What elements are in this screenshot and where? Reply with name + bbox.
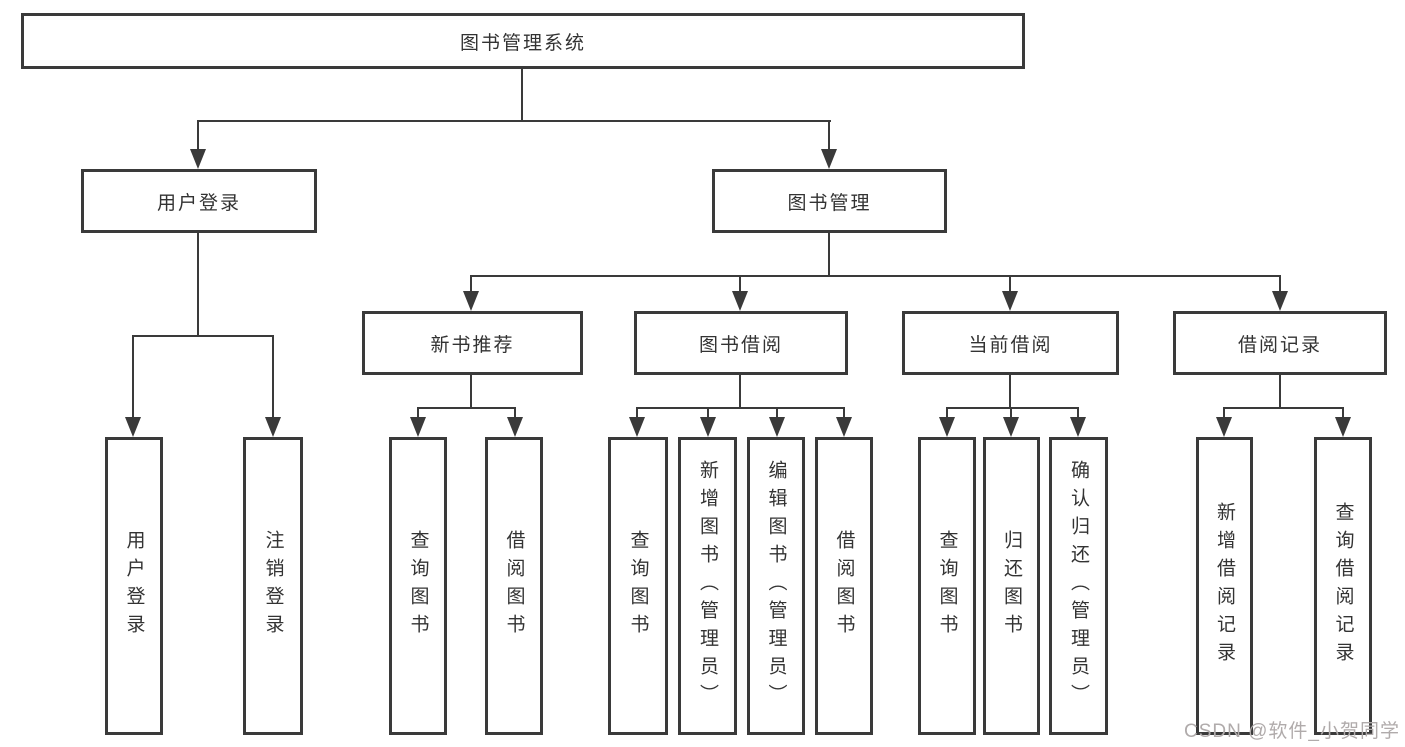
connector-drop bbox=[1009, 275, 1011, 293]
arrow-down-icon bbox=[1002, 291, 1018, 311]
arrow-down-icon bbox=[939, 417, 955, 437]
arrow-down-icon bbox=[1003, 417, 1019, 437]
arrow-down-icon bbox=[463, 291, 479, 311]
leaf-add-borrow-record-label: 新增借阅记录 bbox=[1214, 502, 1235, 670]
connector-record-split bbox=[1223, 407, 1344, 409]
arrow-down-icon bbox=[629, 417, 645, 437]
leaf-edit-book-admin: 编辑图书（管理员） bbox=[747, 437, 805, 735]
connector-drop bbox=[707, 407, 709, 419]
connector-drop bbox=[417, 407, 419, 419]
leaf-recommend-query-book-label: 查询图书 bbox=[407, 530, 429, 642]
leaf-return-book: 归还图书 bbox=[983, 437, 1040, 735]
connector-drop-book-management bbox=[828, 120, 830, 151]
connector-borrow-split bbox=[636, 407, 845, 409]
node-book-management: 图书管理 bbox=[712, 169, 947, 233]
leaf-logout: 注销登录 bbox=[243, 437, 303, 735]
connector-borrow-stem bbox=[739, 375, 741, 408]
connector-current-stem bbox=[1009, 375, 1011, 408]
arrow-down-icon bbox=[732, 291, 748, 311]
leaf-borrow-query-book: 查询图书 bbox=[608, 437, 668, 735]
connector-drop bbox=[739, 275, 741, 293]
node-borrow-record-label: 借阅记录 bbox=[1237, 334, 1322, 356]
connector-drop bbox=[1279, 275, 1281, 293]
leaf-query-borrow-record: 查询借阅记录 bbox=[1314, 437, 1372, 735]
node-new-book-recommend-label: 新书推荐 bbox=[430, 334, 515, 356]
leaf-borrow-book-label: 借阅图书 bbox=[833, 530, 855, 642]
node-borrow-record: 借阅记录 bbox=[1173, 311, 1387, 375]
connector-recommend-stem bbox=[470, 375, 472, 408]
node-current-borrow-label: 当前借阅 bbox=[968, 334, 1053, 356]
leaf-add-book-admin: 新增图书（管理员） bbox=[678, 437, 737, 735]
leaf-user-login: 用户登录 bbox=[105, 437, 163, 735]
connector-recommend-split bbox=[417, 407, 516, 409]
connector-drop bbox=[1223, 407, 1225, 419]
leaf-recommend-borrow-book-label: 借阅图书 bbox=[503, 530, 525, 642]
arrow-down-icon bbox=[190, 149, 206, 169]
node-book-management-label: 图书管理 bbox=[787, 192, 872, 214]
connector-root-split bbox=[197, 120, 831, 122]
connector-record-stem bbox=[1279, 375, 1281, 408]
connector-drop bbox=[132, 335, 134, 419]
connector-drop bbox=[1342, 407, 1344, 419]
leaf-confirm-return-admin: 确认归还（管理员） bbox=[1049, 437, 1108, 735]
connector-drop bbox=[1077, 407, 1079, 419]
connector-book-management-split bbox=[470, 275, 1281, 277]
node-user-login-label: 用户登录 bbox=[156, 192, 241, 214]
node-root: 图书管理系统 bbox=[21, 13, 1025, 69]
leaf-add-book-admin-label: 新增图书（管理员） bbox=[697, 460, 718, 712]
connector-root-stem bbox=[521, 69, 523, 121]
arrow-down-icon bbox=[507, 417, 523, 437]
leaf-user-login-label: 用户登录 bbox=[123, 530, 145, 642]
arrow-down-icon bbox=[821, 149, 837, 169]
arrow-down-icon bbox=[410, 417, 426, 437]
leaf-logout-label: 注销登录 bbox=[262, 530, 284, 642]
leaf-return-book-label: 归还图书 bbox=[1001, 530, 1022, 642]
connector-drop-user-login bbox=[197, 120, 199, 151]
watermark: CSDN @软件_小贺同学 bbox=[1184, 721, 1400, 742]
leaf-current-query-book: 查询图书 bbox=[918, 437, 976, 735]
connector-drop bbox=[272, 335, 274, 419]
leaf-borrow-query-book-label: 查询图书 bbox=[627, 530, 649, 642]
leaf-query-borrow-record-label: 查询借阅记录 bbox=[1332, 502, 1354, 670]
node-book-borrow-label: 图书借阅 bbox=[698, 334, 783, 356]
node-root-label: 图书管理系统 bbox=[459, 32, 586, 54]
node-book-borrow: 图书借阅 bbox=[634, 311, 848, 375]
leaf-recommend-borrow-book: 借阅图书 bbox=[485, 437, 543, 735]
node-user-login: 用户登录 bbox=[81, 169, 317, 233]
arrow-down-icon bbox=[1335, 417, 1351, 437]
arrow-down-icon bbox=[700, 417, 716, 437]
connector-user-login-split bbox=[132, 335, 274, 337]
node-current-borrow: 当前借阅 bbox=[902, 311, 1119, 375]
connector-drop bbox=[514, 407, 516, 419]
arrow-down-icon bbox=[769, 417, 785, 437]
arrow-down-icon bbox=[1070, 417, 1086, 437]
connector-user-login-stem bbox=[197, 233, 199, 336]
connector-drop bbox=[1010, 407, 1012, 419]
connector-drop bbox=[776, 407, 778, 419]
connector-drop bbox=[843, 407, 845, 419]
connector-drop bbox=[470, 275, 472, 293]
arrow-down-icon bbox=[265, 417, 281, 437]
arrow-down-icon bbox=[1216, 417, 1232, 437]
leaf-add-borrow-record: 新增借阅记录 bbox=[1196, 437, 1253, 735]
leaf-confirm-return-admin-label: 确认归还（管理员） bbox=[1068, 460, 1089, 712]
connector-current-split bbox=[946, 407, 1079, 409]
node-new-book-recommend: 新书推荐 bbox=[362, 311, 583, 375]
leaf-edit-book-admin-label: 编辑图书（管理员） bbox=[765, 460, 787, 712]
connector-book-management-stem bbox=[828, 233, 830, 276]
connector-drop bbox=[636, 407, 638, 419]
leaf-borrow-book: 借阅图书 bbox=[815, 437, 873, 735]
leaf-recommend-query-book: 查询图书 bbox=[389, 437, 447, 735]
arrow-down-icon bbox=[125, 417, 141, 437]
leaf-current-query-book-label: 查询图书 bbox=[936, 530, 958, 642]
connector-drop bbox=[946, 407, 948, 419]
arrow-down-icon bbox=[836, 417, 852, 437]
arrow-down-icon bbox=[1272, 291, 1288, 311]
